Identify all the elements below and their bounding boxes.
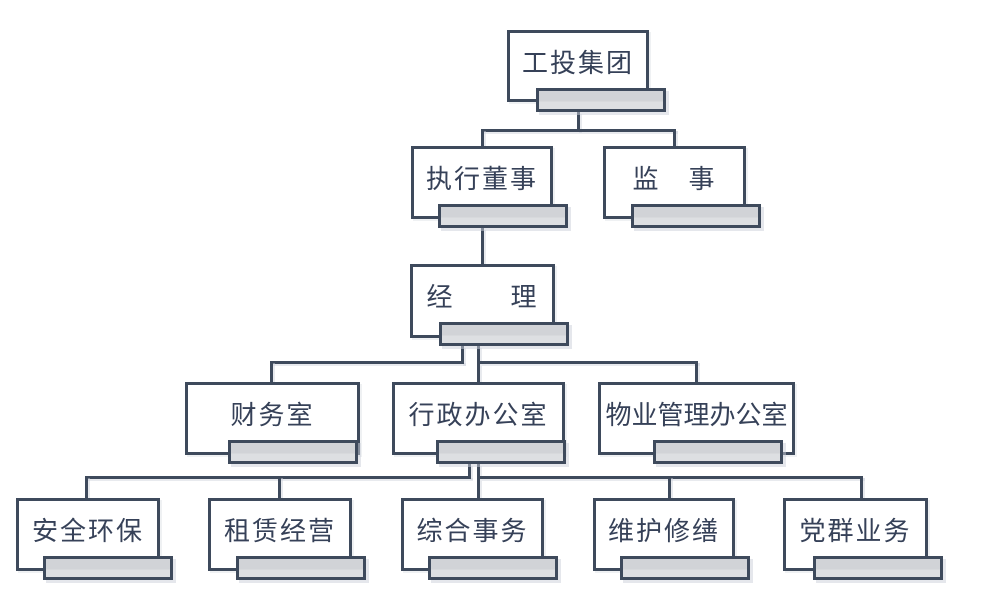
org-node-safety-env: 安全环保 xyxy=(16,498,173,580)
org-node-name-bar xyxy=(438,204,568,228)
org-node-name-bar xyxy=(813,556,943,580)
connector-line xyxy=(480,476,863,479)
org-node-name-bar xyxy=(236,556,366,580)
org-node-label: 工投集团 xyxy=(521,48,634,79)
org-node-leasing: 租赁经营 xyxy=(208,498,366,580)
connector-line xyxy=(668,476,671,499)
org-node-label: 党群业务 xyxy=(799,516,912,547)
connector-line xyxy=(461,346,464,364)
connector-line xyxy=(860,476,863,499)
connector-line xyxy=(270,361,464,364)
org-node-label: 租赁经营 xyxy=(223,516,336,547)
connector-line xyxy=(481,228,484,265)
connector-line xyxy=(695,361,698,383)
connector-line xyxy=(278,476,281,499)
connector-line xyxy=(480,361,698,364)
connector-line xyxy=(481,129,484,147)
org-node-label: 安全环保 xyxy=(31,516,144,547)
org-node-label: 行政办公室 xyxy=(408,400,549,431)
connector-line xyxy=(85,476,88,499)
org-node-label: 执行董事 xyxy=(425,164,538,195)
org-node-party-mass: 党群业务 xyxy=(783,498,943,580)
org-node-label: 物业管理办公室 xyxy=(605,400,788,431)
connector-line xyxy=(477,346,480,383)
org-node-maintenance: 维护修缮 xyxy=(593,498,750,580)
org-node-admin-office: 行政办公室 xyxy=(392,382,566,464)
org-node-name-bar xyxy=(436,440,566,464)
org-node-name-bar xyxy=(631,204,761,228)
org-node-label: 经 理 xyxy=(426,282,539,313)
org-node-name-bar xyxy=(428,556,558,580)
org-node-name-bar xyxy=(439,322,569,346)
org-node-label: 维护修缮 xyxy=(607,516,720,547)
org-node-name-bar xyxy=(620,556,750,580)
org-node-name-bar xyxy=(536,88,666,112)
connector-line xyxy=(270,361,273,383)
org-node-label: 综合事务 xyxy=(416,516,529,547)
org-node-name-bar xyxy=(43,556,173,580)
connector-line xyxy=(577,112,580,131)
org-node-label: 财务室 xyxy=(230,400,315,431)
connector-line xyxy=(673,129,676,147)
org-node-manager: 经 理 xyxy=(410,264,569,346)
connector-line xyxy=(468,464,471,478)
org-node-name-bar xyxy=(228,440,358,464)
org-node-general-affairs: 综合事务 xyxy=(401,498,558,580)
org-node-property-office: 物业管理办公室 xyxy=(598,382,795,464)
org-node-finance-office: 财务室 xyxy=(185,382,360,464)
org-node-exec-director: 执行董事 xyxy=(411,146,568,228)
connector-line xyxy=(481,129,676,132)
org-node-name-bar xyxy=(653,440,783,464)
org-node-label: 监 事 xyxy=(632,164,717,195)
org-node-supervisor: 监 事 xyxy=(603,146,761,228)
connector-line xyxy=(477,464,480,499)
org-node-group: 工投集团 xyxy=(507,30,666,112)
